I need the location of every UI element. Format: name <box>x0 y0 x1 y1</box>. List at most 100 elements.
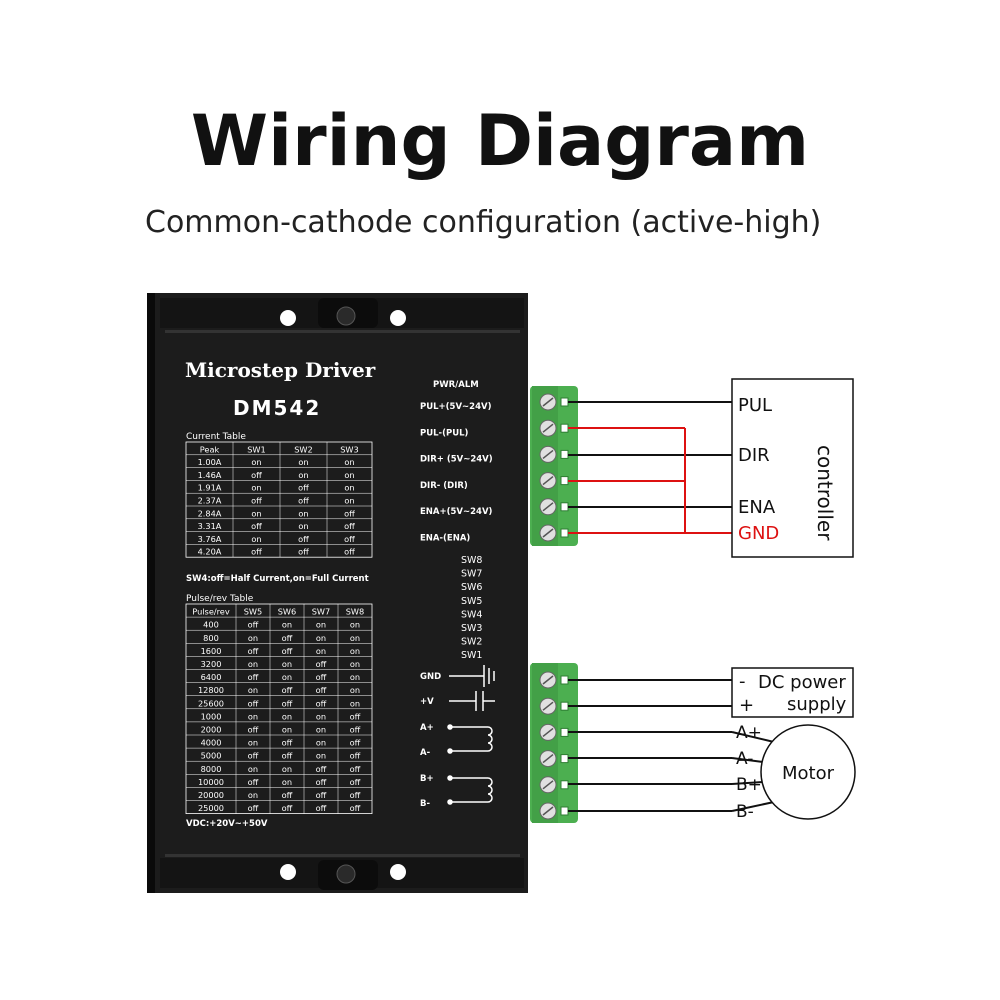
controller-box: PUL DIR ENA GND controller <box>731 378 854 558</box>
current-table-header-cell: Peak <box>200 444 220 454</box>
current-table-cell: 1.91A <box>198 483 222 493</box>
controller-title: controller <box>813 445 837 541</box>
current-table-cell: 1.00A <box>198 457 222 467</box>
motor-pin-a-minus: A- <box>736 749 753 769</box>
power-label: GND <box>420 672 441 682</box>
power-label: A- <box>420 748 431 758</box>
power-screw-slot <box>542 727 554 737</box>
pulse-table-cell: 1600 <box>201 646 222 656</box>
pulse-table-cell: on <box>350 633 360 643</box>
signal-label: PUL-(PUL) <box>420 428 469 438</box>
pulse-table-cell: on <box>350 659 360 669</box>
pulse-table-cell: on <box>316 711 326 721</box>
pulse-table-cell: on <box>350 620 360 630</box>
pulse-table-cell: off <box>282 633 293 643</box>
pulse-table-cell: 10000 <box>198 777 224 787</box>
pulse-table-cell: on <box>248 738 258 748</box>
pulse-table-cell: on <box>248 685 258 695</box>
current-table-cell: off <box>251 496 262 506</box>
pulse-table-header-cell: SW7 <box>312 607 331 617</box>
power-wire-port <box>560 780 569 790</box>
motor: Motor A+ A- B+ B- <box>736 723 856 822</box>
pulse-table-cell: on <box>316 738 326 748</box>
power-label: B+ <box>420 774 434 784</box>
pulse-table-cell: off <box>282 803 293 813</box>
current-table-header-cell: SW2 <box>294 444 313 454</box>
pulse-table-cell: off <box>282 738 293 748</box>
supply-minus: - <box>739 671 746 692</box>
pulse-table-cell: off <box>248 751 259 761</box>
pulse-table-cell: on <box>282 725 292 735</box>
pulse-table-cell: on <box>316 620 326 630</box>
current-table-title: Current Table <box>186 432 246 442</box>
driver-body <box>155 293 528 893</box>
pulse-table-header-cell: SW6 <box>278 607 297 617</box>
pulse-table-cell: off <box>350 803 361 813</box>
current-table-border <box>185 441 373 558</box>
current-table-cell: off <box>251 521 262 531</box>
pulse-table-cell: on <box>282 711 292 721</box>
controller-pin-pul: PUL <box>738 395 772 416</box>
pulse-table-cell: 1000 <box>201 711 222 721</box>
motor-label: Motor <box>782 763 835 784</box>
pulse-table-cell: 25000 <box>198 803 224 813</box>
power-screw-slot <box>542 701 554 711</box>
capacitor-symbol <box>449 691 495 711</box>
pulse-table-cell: off <box>316 803 327 813</box>
power-wires <box>568 679 732 707</box>
driver-side-edge <box>147 293 155 893</box>
pulse-table-cell: on <box>282 659 292 669</box>
power-screw-slot <box>542 780 554 790</box>
pulse-table-cell: off <box>282 790 293 800</box>
mount-hole-bottom-left <box>280 864 296 880</box>
switch-label: SW4 <box>461 609 482 620</box>
pulse-table-cell: off <box>248 698 259 708</box>
motor-wires <box>568 731 775 812</box>
current-table-cell: off <box>344 521 355 531</box>
switch-label: SW2 <box>461 637 482 648</box>
pulse-table-cell: off <box>316 698 327 708</box>
wire-b-minus-lead <box>731 801 775 812</box>
switch-label: SW1 <box>461 650 482 661</box>
signal-terminal-face <box>532 386 558 546</box>
current-table-cell: on <box>251 508 261 518</box>
current-table-header-cell: SW3 <box>340 444 359 454</box>
signal-wire-port <box>560 397 569 407</box>
pulse-table-cell: off <box>316 790 327 800</box>
signal-wire-port <box>560 423 569 433</box>
power-wire-port <box>560 754 569 764</box>
driver-ridge-bottom <box>165 854 520 857</box>
pulse-table-cell: 12800 <box>198 685 224 695</box>
pulse-table-cell: 6400 <box>201 672 222 682</box>
current-table-cell: off <box>344 547 355 557</box>
motor-pin-a-plus: A+ <box>736 723 762 743</box>
pulse-table-cell: off <box>350 725 361 735</box>
power-screws <box>539 671 569 820</box>
current-table-cell: on <box>298 470 308 480</box>
signal-screw-slot <box>542 423 554 433</box>
signal-screw-slot <box>542 476 554 486</box>
power-wire-port <box>560 727 569 737</box>
pulse-table-cell: 400 <box>203 620 219 630</box>
pulse-table-cell: off <box>248 725 259 735</box>
power-wire-port <box>560 806 569 816</box>
pulse-table-cell: on <box>282 672 292 682</box>
current-table-cell: 2.84A <box>198 508 222 518</box>
pulse-table-cell: off <box>248 646 259 656</box>
supply-plus: + <box>739 695 754 716</box>
pulse-table-cell: off <box>248 777 259 787</box>
pulse-table-cell: off <box>350 711 361 721</box>
current-table-cell: 3.76A <box>198 534 222 544</box>
signal-screw-slot <box>542 449 554 459</box>
motor-outline <box>760 724 856 820</box>
pulse-table-cell: on <box>248 659 258 669</box>
current-table-cell: off <box>298 483 309 493</box>
screw-bottom <box>336 864 356 884</box>
pulse-table-cell: on <box>282 777 292 787</box>
signal-screw-slot <box>542 397 554 407</box>
pulse-table-cell: off <box>316 764 327 774</box>
wire-b-plus-lead <box>731 781 764 785</box>
current-table-cell: on <box>251 483 261 493</box>
